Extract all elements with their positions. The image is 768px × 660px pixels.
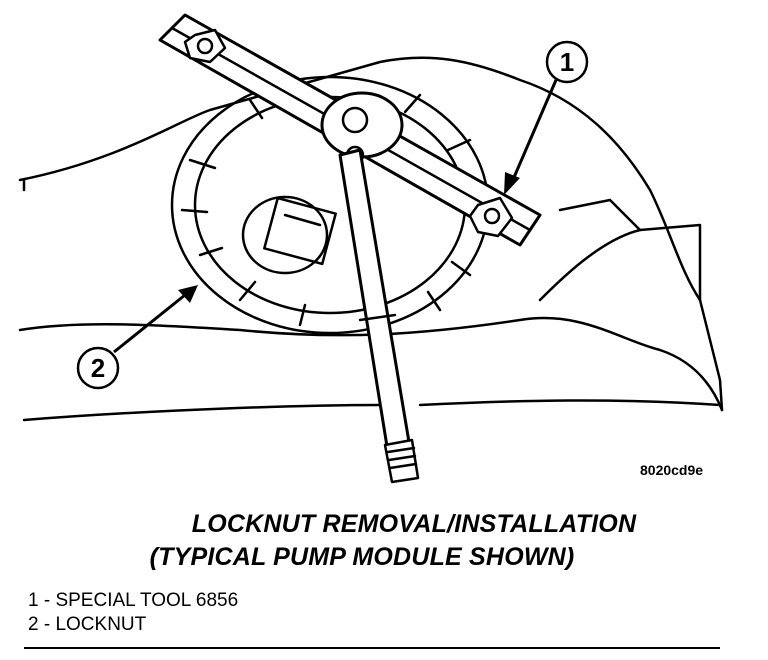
caption-title: LOCKNUT REMOVAL/INSTALLATION [191,510,637,538]
ratchet-wrench [320,91,420,484]
callout-2: 2 [76,285,198,390]
callout-2-number: 2 [91,353,105,383]
caption-subtitle: (TYPICAL PUMP MODULE SHOWN) [149,543,575,571]
callout-1-arrowhead [504,172,520,195]
legend-item-1: 1 - SPECIAL TOOL 6856 [28,590,239,611]
fuel-tank-outline [18,56,724,422]
callout-2-arrowhead [178,285,198,303]
pump-module-illustration: 1 2 [18,13,724,484]
callout-1: 1 [504,40,589,195]
callout-1-number: 1 [560,47,574,77]
figure-id: 8020cd9e [640,462,704,478]
legend-item-2: 2 - LOCKNUT [28,614,147,635]
bottom-rule [24,647,720,649]
electrical-connector [241,195,337,275]
